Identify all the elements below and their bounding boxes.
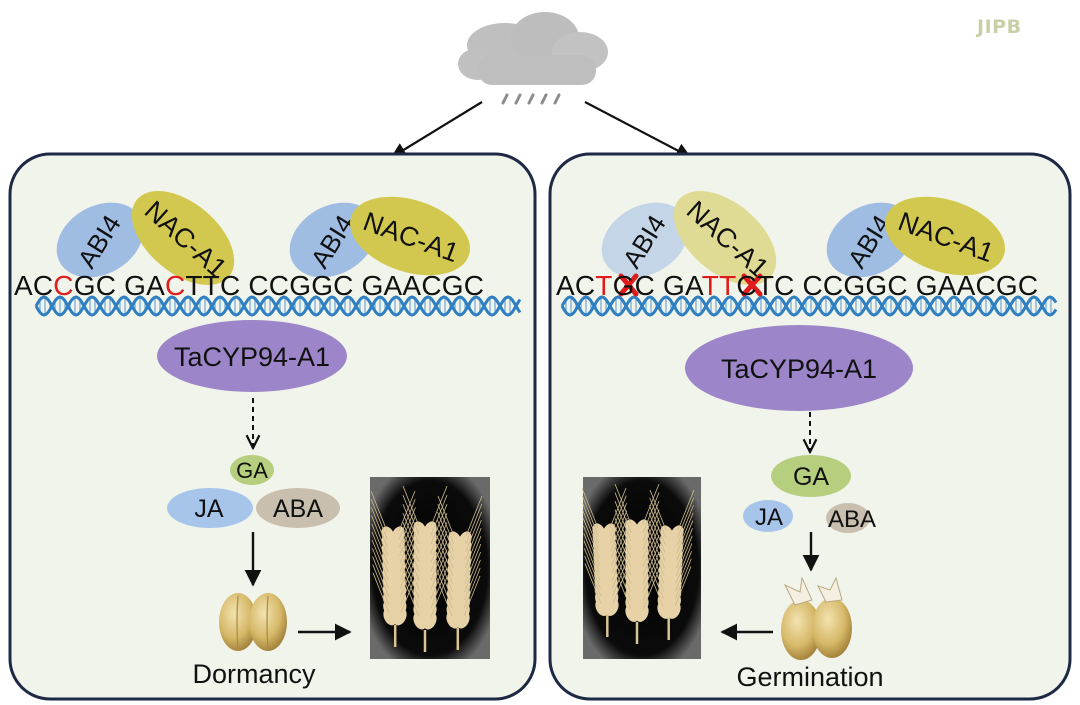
seq-mutation: T [595,270,612,301]
seq-part: TTC CCGGC GAACGC [185,270,484,301]
ga-label: GA [793,463,829,491]
seq-part: G [613,270,635,301]
rain-cloud-icon [458,12,608,85]
seq-part: C [736,270,756,301]
dna-sequence: ACTGC GATTCTC CCGGC GAACGC [556,270,1038,302]
seq-part: TC CCGGC GAACGC [757,270,1038,301]
seq-part: AC [556,270,595,301]
seq-part: C GA [635,270,702,301]
germination-label: Germination [736,662,883,692]
ga-label: GA [236,458,268,483]
aba-label: ABA [828,506,876,533]
ja-label: JA [755,504,783,531]
seq-part: GC GA [74,270,165,301]
gene-label: TaCYP94-A1 [721,354,877,384]
seq-mutation: C [165,270,185,301]
seq-mutation: TT [702,270,737,301]
seq-mutation: C [53,270,73,301]
seq-part: AC [14,270,53,301]
dna-sequence: ACCGC GACTTC CCGGC GAACGC [14,270,484,302]
rain-drops-icon [503,95,559,103]
gene-label: TaCYP94-A1 [174,342,330,372]
ja-label: JA [194,495,224,523]
wheat-spikes-photo [582,477,701,659]
arrow-to-right-panel [585,102,690,157]
arrow-to-left-panel [392,102,482,157]
journal-logo: JIPB [977,16,1022,38]
aba-label: ABA [273,495,323,523]
wheat-spikes-photo [370,477,490,659]
dormancy-label: Dormancy [192,659,316,689]
